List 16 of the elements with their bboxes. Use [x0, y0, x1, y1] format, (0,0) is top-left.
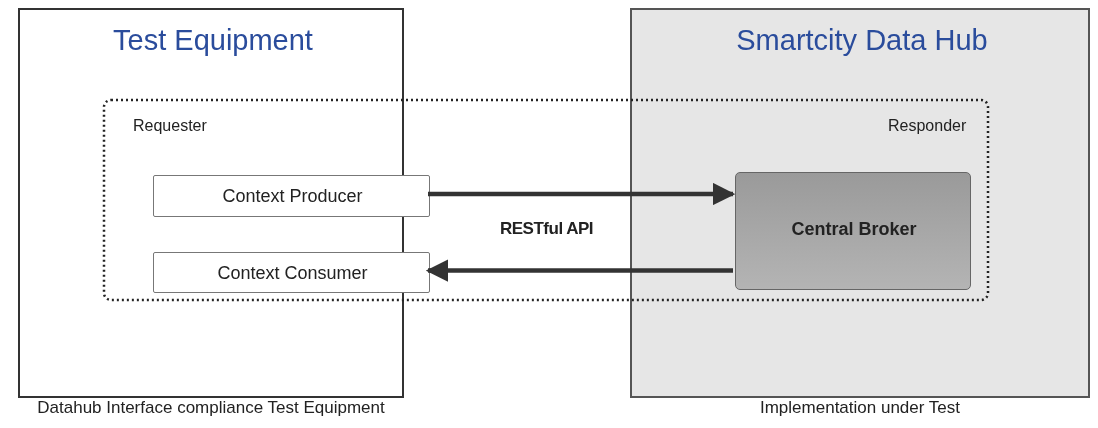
panel-title: Smartcity Data Hub: [735, 24, 989, 57]
broker-box: [735, 172, 971, 290]
panel-label: Implementation under Test: [759, 398, 961, 418]
arrow: [425, 259, 733, 282]
system-panel: [630, 8, 1090, 398]
component-label: Central Broker: [790, 219, 918, 240]
component-label: Context Producer: [221, 186, 364, 207]
arrow: [428, 182, 736, 206]
role-label: Requester: [133, 117, 207, 135]
panel-label: Datahub Interface compliance Test Equipment: [36, 398, 386, 418]
component-box: [153, 175, 430, 217]
role-label: Responder: [888, 117, 967, 135]
panel-title: Test Equipment: [112, 24, 314, 57]
component-box: [153, 252, 430, 293]
component-label: Context Consumer: [216, 263, 369, 284]
protocol-label: RESTful API: [500, 219, 594, 239]
